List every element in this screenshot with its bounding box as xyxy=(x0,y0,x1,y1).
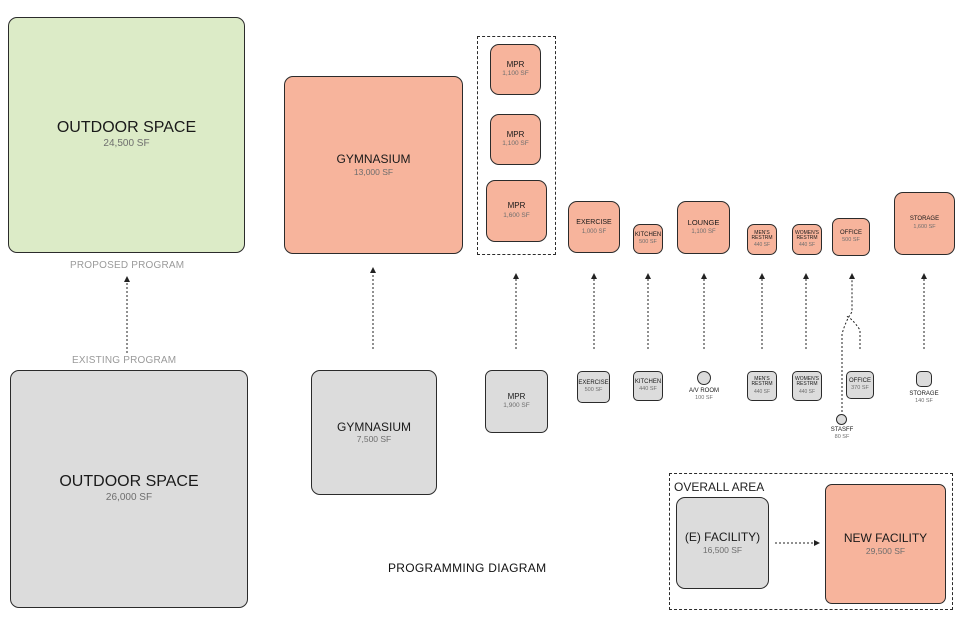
room-name: GYMNASIUM xyxy=(336,419,411,434)
room-area: 440 SF xyxy=(798,242,816,249)
room-area: 13,000 SF xyxy=(353,166,394,177)
room-name: KITCHEN xyxy=(634,231,662,238)
room-name: GYMNASIUM xyxy=(336,152,411,167)
room-area: 16,500 SF xyxy=(702,544,743,555)
room-area: 29,500 SF xyxy=(865,545,906,556)
existing-womens-restroom: WOMEN'S RESTRM 440 SF xyxy=(792,371,822,401)
room-area: 500 SF xyxy=(584,387,603,394)
existing-exercise: EXERCISE 500 SF xyxy=(577,371,610,403)
existing-facility-box: (E) FACILITY) 16,500 SF xyxy=(676,497,769,589)
room-name: KITCHEN xyxy=(634,378,662,385)
room-area: 440 SF xyxy=(798,388,816,395)
room-name: EXERCISE xyxy=(576,219,612,227)
existing-kitchen: KITCHEN 440 SF xyxy=(633,371,663,401)
existing-staff-circle xyxy=(836,414,847,425)
arrow-office-staff xyxy=(841,276,861,412)
room-name: NEW FACILITY xyxy=(843,531,928,546)
room-area: 500 SF xyxy=(639,239,657,246)
existing-outdoor-space: OUTDOOR SPACE 26,000 SF xyxy=(10,370,248,608)
proposed-lounge: LOUNGE 1,100 SF xyxy=(677,201,730,254)
overall-area-label: OVERALL AREA xyxy=(674,480,765,494)
proposed-mpr-3: MPR 1,600 SF xyxy=(486,180,547,242)
existing-mpr: MPR 1,900 SF xyxy=(485,370,548,433)
room-area: 80 SF xyxy=(834,434,850,441)
room-name: OFFICE xyxy=(840,229,862,236)
room-name: A/V ROOM xyxy=(688,388,719,394)
room-name: MPR xyxy=(506,129,525,139)
existing-program-label: EXISTING PROGRAM xyxy=(72,355,177,366)
existing-mens-restroom: MEN'S RESTRM 440 SF xyxy=(747,371,777,401)
proposed-program-label: PROPOSED PROGRAM xyxy=(70,260,185,271)
room-name: STASFF xyxy=(830,427,854,433)
room-name: (E) FACILITY) xyxy=(684,530,761,545)
room-area: 1,900 SF xyxy=(503,402,530,410)
diagram-title: PROGRAMMING DIAGRAM xyxy=(388,561,547,575)
room-area: 370 SF xyxy=(851,385,869,392)
room-area: 1,000 SF xyxy=(581,228,607,235)
room-name: MEN'S RESTRM xyxy=(751,376,773,388)
room-area: 100 SF xyxy=(695,395,713,402)
room-name: WOMEN'S RESTRM xyxy=(794,229,819,241)
room-name: WOMEN'S RESTRM xyxy=(794,376,819,388)
room-name: MPR xyxy=(506,59,525,69)
proposed-storage: STORAGE 1,600 SF xyxy=(894,192,955,255)
room-area: 7,500 SF xyxy=(356,434,392,445)
existing-storage-circle xyxy=(916,371,932,387)
room-area: 500 SF xyxy=(842,237,860,244)
proposed-mpr-1: MPR 1,100 SF xyxy=(490,44,541,95)
room-name: OUTDOOR SPACE xyxy=(56,119,197,137)
existing-av-room-circle xyxy=(697,371,711,385)
existing-staff-label: STASFF 80 SF xyxy=(822,427,862,441)
room-area: 1,600 SF xyxy=(913,223,936,230)
room-area: 440 SF xyxy=(639,386,657,393)
room-name: STORAGE xyxy=(909,216,940,223)
room-area: 140 SF xyxy=(915,398,933,405)
mpr-group-frame xyxy=(477,36,556,255)
existing-office: OFFICE 370 SF xyxy=(846,371,874,399)
room-name: STORAGE xyxy=(909,391,939,397)
proposed-mpr-2: MPR 1,100 SF xyxy=(490,114,541,165)
proposed-office: OFFICE 500 SF xyxy=(832,218,870,256)
proposed-womens-restroom: WOMEN'S RESTRM 440 SF xyxy=(792,224,822,255)
room-name: MPR xyxy=(507,391,526,401)
existing-gymnasium: GYMNASIUM 7,500 SF xyxy=(311,370,437,495)
proposed-kitchen: KITCHEN 500 SF xyxy=(633,224,663,254)
existing-av-room-label: A/V ROOM 100 SF xyxy=(674,388,734,402)
room-name: OUTDOOR SPACE xyxy=(59,473,199,491)
room-name: MEN'S RESTRM xyxy=(751,229,773,241)
proposed-outdoor-space: OUTDOOR SPACE 24,500 SF xyxy=(8,17,245,253)
room-name: EXERCISE xyxy=(578,379,609,386)
room-area: 26,000 SF xyxy=(105,492,153,504)
room-name: LOUNGE xyxy=(687,218,720,228)
existing-storage-label: STORAGE 140 SF xyxy=(900,391,948,405)
room-area: 1,100 SF xyxy=(502,70,529,78)
room-area: 24,500 SF xyxy=(103,138,150,150)
room-name: MPR xyxy=(507,201,526,211)
room-name: OFFICE xyxy=(849,377,871,384)
proposed-exercise: EXERCISE 1,000 SF xyxy=(568,201,620,253)
proposed-gymnasium: GYMNASIUM 13,000 SF xyxy=(284,76,463,254)
room-area: 440 SF xyxy=(753,388,771,395)
room-area: 1,600 SF xyxy=(503,211,530,219)
room-area: 440 SF xyxy=(753,242,771,249)
overall-area-frame xyxy=(669,473,953,610)
proposed-mens-restroom: MEN'S RESTRM 440 SF xyxy=(747,224,777,255)
new-facility-box: NEW FACILITY 29,500 SF xyxy=(825,484,946,604)
room-area: 1,100 SF xyxy=(502,140,529,148)
room-area: 1,100 SF xyxy=(691,229,716,236)
